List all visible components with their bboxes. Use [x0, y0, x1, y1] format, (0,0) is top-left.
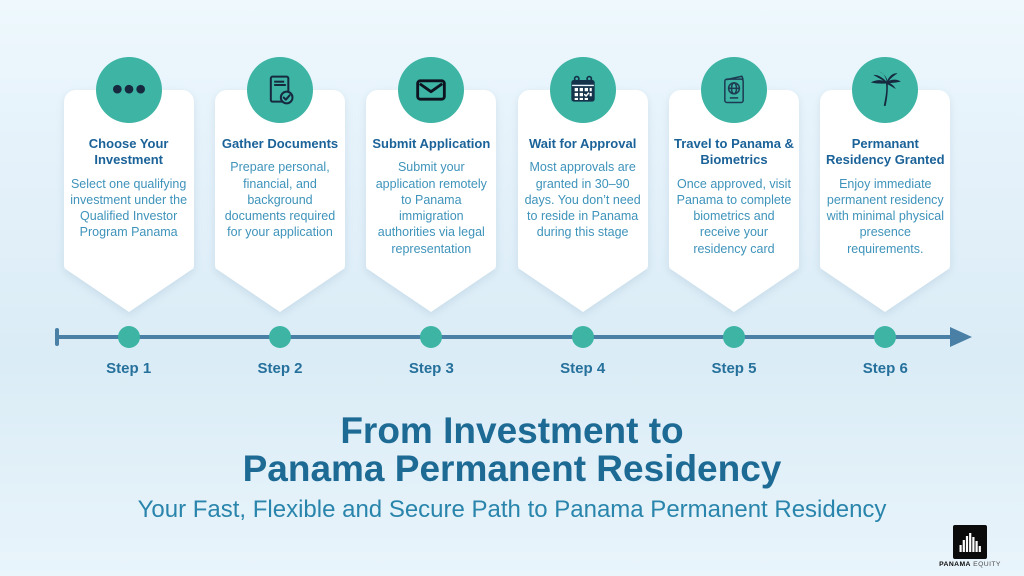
timeline-arrow-icon — [950, 327, 972, 347]
step-label-5: Step 5 — [711, 360, 757, 377]
step5-icon-circle — [700, 57, 767, 123]
step-card-6: Permanant Residency Granted Enjoy immedi… — [810, 57, 961, 312]
step3-icon-circle — [398, 57, 465, 123]
step6-icon-circle — [852, 57, 919, 123]
step-title: Wait for Approval — [528, 136, 637, 151]
step-card-2: Gather Documents Prepare personal, finan… — [204, 57, 355, 312]
timeline-dot-1 — [117, 326, 140, 348]
step-card: Wait for Approval Most approvals are gra… — [517, 90, 648, 312]
logo-brand-bold: PANAMA — [939, 561, 971, 568]
card-pointer — [366, 268, 497, 312]
card-pointer — [820, 268, 951, 312]
palm-tree-icon — [865, 70, 905, 110]
step-title: Gather Documents — [221, 136, 339, 151]
step-title: Permanant Residency Granted — [826, 136, 945, 168]
timeline-dot-2 — [268, 326, 291, 348]
step-description: Most approvals are granted in 30–90 days… — [524, 160, 641, 240]
timeline-dot-4 — [571, 326, 594, 348]
step-card: Gather Documents Prepare personal, finan… — [214, 90, 345, 312]
step-label-1: Step 1 — [106, 360, 152, 377]
step-label-2: Step 2 — [257, 360, 303, 377]
timeline-dot-3 — [420, 326, 443, 348]
calendar-check-icon — [563, 70, 603, 110]
card-pointer — [63, 268, 194, 312]
steps-row: Choose Your Investment Select one qualif… — [53, 57, 961, 312]
step-description: Prepare personal, financial, and backgro… — [224, 160, 336, 240]
step-title: Choose Your Investment — [88, 136, 169, 168]
logo-wordmark: PANAMA EQUITY — [934, 561, 1006, 568]
timeline-dots — [53, 326, 961, 348]
timeline-line — [57, 335, 952, 339]
skyline-logo-icon — [934, 525, 1006, 559]
headline-block: From Investment to Panama Permanent Resi… — [0, 412, 1024, 524]
page-title-line1: From Investment to — [340, 410, 684, 451]
step-description: Enjoy immediate permanent residency with… — [826, 176, 944, 256]
panama-equity-logo: PANAMA EQUITY — [934, 525, 1006, 568]
page-subtitle: Your Fast, Flexible and Secure Path to P… — [137, 496, 887, 523]
step-labels: Step 1 Step 2 Step 3 Step 4 Step 5 Step … — [53, 360, 961, 377]
logo-brand-light: EQUITY — [973, 561, 1001, 568]
step-card: Submit Application Submit your applicati… — [366, 90, 497, 312]
step-card-3: Submit Application Submit your applicati… — [356, 57, 507, 312]
step4-icon-circle — [549, 57, 616, 123]
step-card: Choose Your Investment Select one qualif… — [63, 90, 194, 312]
step-label-6: Step 6 — [862, 360, 908, 377]
step-label-3: Step 3 — [408, 360, 454, 377]
step-title: Travel to Panama & Biometrics — [673, 136, 794, 168]
step2-icon-circle — [246, 57, 313, 123]
page-title-line2: Panama Permanent Residency — [242, 448, 782, 489]
step-card: Travel to Panama & Biometrics Once appro… — [668, 90, 799, 312]
step-label-4: Step 4 — [560, 360, 606, 377]
step-card-4: Wait for Approval Most approvals are gra… — [507, 57, 658, 312]
step-title: Submit Application — [372, 136, 491, 151]
document-check-icon — [260, 70, 300, 110]
step1-icon-circle — [95, 57, 162, 123]
ellipsis-icon — [109, 70, 149, 110]
card-pointer — [668, 268, 799, 312]
step-description: Submit your application remotely to Pana… — [375, 160, 487, 256]
step-description: Select one qualifying investment under t… — [70, 176, 188, 240]
step-card-1: Choose Your Investment Select one qualif… — [53, 57, 204, 312]
card-pointer — [517, 268, 648, 312]
step-card: Permanant Residency Granted Enjoy immedi… — [820, 90, 951, 312]
step-card-5: Travel to Panama & Biometrics Once appro… — [658, 57, 809, 312]
envelope-icon — [411, 70, 451, 110]
card-pointer — [214, 268, 345, 312]
passport-icon — [714, 70, 754, 110]
timeline-dot-6 — [874, 326, 897, 348]
step-description: Once approved, visit Panama to complete … — [676, 176, 792, 256]
timeline-dot-5 — [722, 326, 745, 348]
